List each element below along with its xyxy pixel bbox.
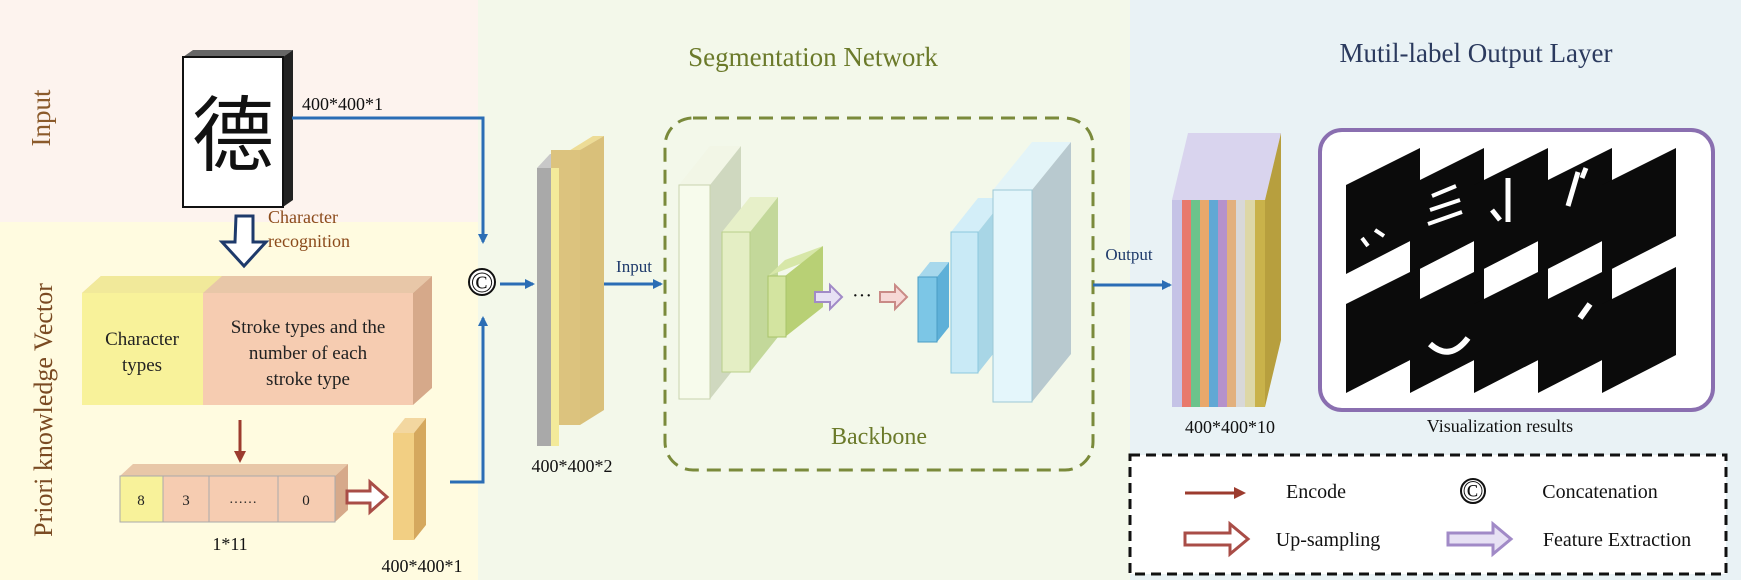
mask-6 <box>1346 267 1420 393</box>
mask-9 <box>1538 267 1612 393</box>
section-title-segmentation: Segmentation Network <box>688 42 938 72</box>
output-layer-9 <box>1255 200 1265 407</box>
decoder-block-1 <box>917 262 949 343</box>
output-dim-label: 400*400*10 <box>1185 417 1275 437</box>
vector-cell-3 <box>277 475 336 523</box>
legend-upsampling-label: Up-sampling <box>1276 529 1380 551</box>
visualization-masks <box>1346 148 1676 393</box>
recognition-label-line1: Character <box>268 207 338 227</box>
vector-cell-0 <box>119 475 164 523</box>
legend-feature-extraction-label: Feature Extraction <box>1543 529 1691 551</box>
legend-box <box>1128 453 1728 576</box>
stroke-types-line1: Stroke types and the <box>231 317 386 338</box>
input-character-glyph: 德 <box>192 91 274 182</box>
mask-10 <box>1602 267 1676 393</box>
mask-8 <box>1474 267 1548 393</box>
upsampling-arrow <box>345 478 390 516</box>
section-title-input: Input <box>26 89 56 146</box>
char-types-line2: types <box>122 355 162 376</box>
vector-dim-label: 1*11 <box>212 534 247 554</box>
feature-extraction-arrow-left <box>814 282 844 312</box>
mask-4 <box>1538 148 1612 274</box>
legend-upsampling-icon <box>1183 520 1251 558</box>
recognition-label-line2: recognition <box>268 231 350 251</box>
input-dim-label: 400*400*1 <box>302 94 383 114</box>
upsampled-dim-label: 400*400*1 <box>382 556 463 576</box>
output-layer-6 <box>1227 200 1236 407</box>
decoder-block-3 <box>992 142 1071 403</box>
output-layer-5 <box>1218 200 1227 407</box>
vector-value-2: …… <box>229 492 257 507</box>
backbone-label: Backbone <box>831 424 927 450</box>
priori-vector <box>119 464 348 523</box>
priori-knowledge-box <box>82 276 432 405</box>
output-stack <box>1172 133 1281 407</box>
output-arrow-label: Output <box>1105 245 1153 264</box>
legend-feature-extraction-icon <box>1446 520 1514 558</box>
output-layer-4 <box>1209 200 1218 407</box>
concat-symbol: © <box>471 266 494 299</box>
recognition-arrow <box>218 214 270 269</box>
mask-2 <box>1410 148 1484 274</box>
output-layer-2 <box>1191 200 1200 407</box>
char-types-line1: Character <box>105 329 180 350</box>
backbone-dots: ··· <box>852 285 872 307</box>
concat-feature-stack <box>537 136 604 446</box>
encoder-block-2 <box>721 197 778 373</box>
vector-cell-1 <box>162 475 210 523</box>
feature-extraction-arrow-right <box>879 282 909 312</box>
mask-3 <box>1474 148 1548 274</box>
encoder-block-3 <box>767 246 823 338</box>
output-layer-1 <box>1182 200 1191 407</box>
legend-encode-label: Encode <box>1286 481 1346 503</box>
output-layer-7 <box>1236 200 1245 407</box>
input-to-concat-arrow <box>292 116 488 244</box>
stroke-types-line2: number of each <box>249 343 368 364</box>
legend-concat-symbol: © <box>1462 476 1483 507</box>
concat-dim-label: 400*400*2 <box>532 456 613 476</box>
section-title-priori: Priori knowledge Vector <box>29 283 58 537</box>
legend-concat-label: Concatenation <box>1542 481 1658 503</box>
upsampled-to-concat-arrow <box>450 316 488 484</box>
stroke-types-line3: stroke type <box>266 369 350 390</box>
input-character-image: 德 <box>182 50 293 208</box>
output-layer-0 <box>1172 200 1182 407</box>
visualization-label: Visualization results <box>1427 416 1573 436</box>
vector-value-0: 8 <box>137 493 145 509</box>
output-layer-3 <box>1200 200 1209 407</box>
backbone-box <box>663 116 1095 472</box>
output-layer-8 <box>1245 200 1255 407</box>
vector-value-1: 3 <box>182 493 190 509</box>
upsampled-feature-map <box>393 418 426 540</box>
section-title-output: Mutil-label Output Layer <box>1340 38 1613 68</box>
input-arrow-label: Input <box>616 257 652 276</box>
vector-value-3: 0 <box>302 493 310 509</box>
legend-concat-icon <box>1460 478 1486 504</box>
mask-5 <box>1602 148 1676 274</box>
mask-7 <box>1410 267 1484 393</box>
concat-icon <box>468 268 496 296</box>
